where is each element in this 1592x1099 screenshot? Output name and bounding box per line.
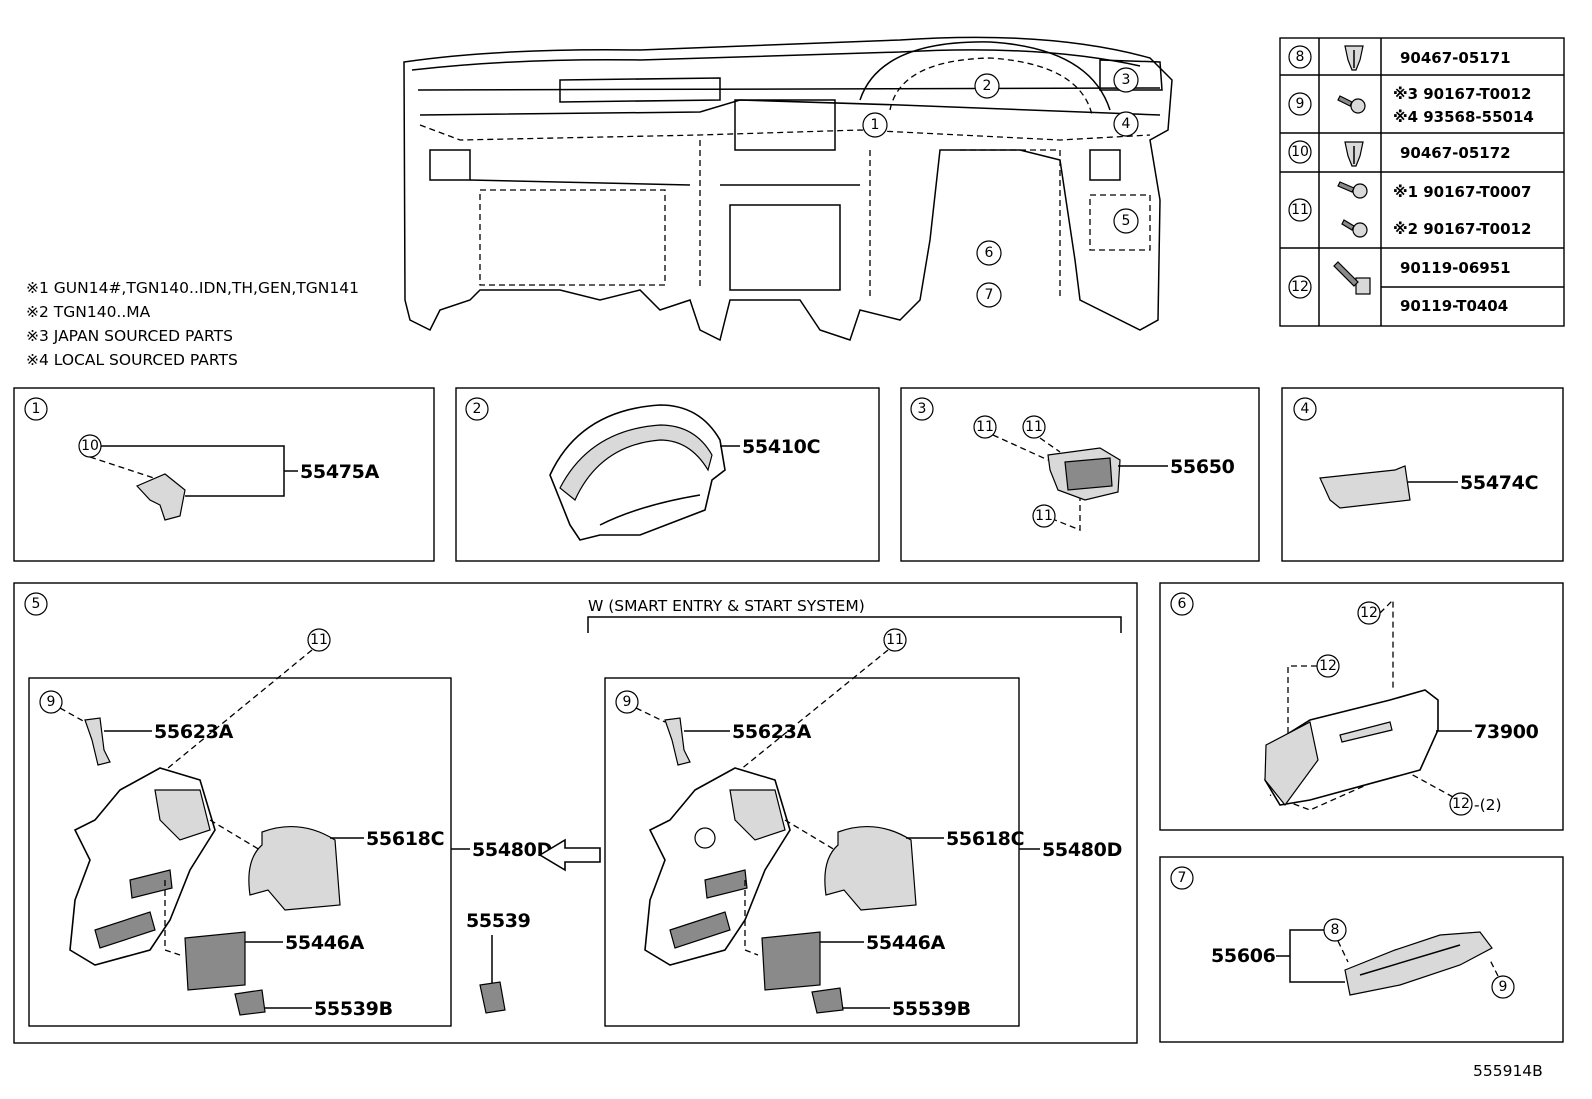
screw-icon (1337, 181, 1368, 199)
part-label-55650: 55650 (1170, 456, 1235, 478)
detail-panel-5: 5 W (SMART ENTRY & START SYSTEM) 9 11 55… (13, 582, 1138, 1044)
right-callout-11: 11 (886, 632, 904, 648)
sub-assembly-left (28, 677, 452, 1027)
right-part-55539b: 55539B (892, 998, 971, 1020)
overview-callout-5: 5 (1122, 213, 1131, 229)
part-90467-05171: 90467-05171 (1400, 49, 1511, 67)
detail-panel-3: 3 11 11 11 55650 (900, 387, 1260, 562)
right-part-55618c: 55618C (946, 828, 1024, 850)
panel-1-callout-10: 10 (81, 438, 99, 454)
table-ref-10: 10 (1291, 144, 1309, 160)
detail-panel-1: 1 10 55475A (13, 387, 435, 562)
left-part-55446a: 55446A (285, 932, 365, 954)
part-90167-t0007: ※1 90167-T0007 (1393, 183, 1531, 201)
table-ref-12: 12 (1291, 279, 1309, 295)
part-90119-06951: 90119-06951 (1400, 259, 1511, 277)
panel-3-callout-11c: 11 (1035, 508, 1053, 524)
dashboard-overview (403, 36, 1173, 342)
part-label-73900: 73900 (1474, 721, 1539, 743)
part-90167-t0012-jp: ※3 90167-T0012 (1393, 85, 1531, 103)
panel-6-callout-12a: 12 (1360, 605, 1378, 621)
arrow-left-icon (538, 838, 601, 872)
panel-2-ref: 2 (473, 401, 482, 417)
panel-3-callout-11b: 11 (1025, 419, 1043, 435)
right-assy-55480d: 55480D (1042, 839, 1122, 861)
panel-6-callout-12c: 12 (1452, 796, 1470, 812)
bolt-icon (1333, 261, 1371, 295)
diagram-id: 555914B (1473, 1062, 1543, 1080)
overview-callouts: 1 2 3 4 5 6 7 (862, 67, 1139, 308)
detail-panel-6: 6 12 12 12 -(2) 73900 (1159, 582, 1564, 831)
left-part-55623a: 55623A (154, 721, 234, 743)
overview-callout-3: 3 (1122, 72, 1131, 88)
left-assy-55480d: 55480D (472, 839, 552, 861)
part-90167-t0012: ※2 90167-T0012 (1393, 220, 1531, 238)
part-label-55475a: 55475A (300, 461, 380, 483)
panel-6-ref: 6 (1178, 596, 1187, 612)
overview-callout-6: 6 (985, 245, 994, 261)
right-part-55623a: 55623A (732, 721, 812, 743)
note-2: ※2 TGN140..MA (26, 303, 151, 321)
loose-part-55539: 55539 (466, 910, 531, 932)
clip-icon (1344, 45, 1364, 71)
overview-callout-1: 1 (871, 117, 880, 133)
right-callout-9: 9 (623, 694, 632, 710)
note-3: ※3 JAPAN SOURCED PARTS (26, 327, 233, 345)
overview-callout-2: 2 (983, 78, 992, 94)
part-90119-t0404: 90119-T0404 (1400, 297, 1508, 315)
left-part-55618c: 55618C (366, 828, 444, 850)
note-4: ※4 LOCAL SOURCED PARTS (26, 351, 238, 369)
table-ref-9: 9 (1296, 96, 1305, 112)
fastener-table: 8 9 10 11 12 90467-05171 ※3 90167-T0012 … (1279, 37, 1565, 327)
screw-icon (1341, 219, 1368, 238)
note-1: ※1 GUN14#,TGN140..IDN,TH,GEN,TGN141 (26, 279, 359, 297)
overview-callout-7: 7 (985, 287, 994, 303)
panel-5-ref: 5 (32, 596, 41, 612)
part-label-55410c: 55410C (742, 436, 820, 458)
panel-7-callout-8: 8 (1331, 922, 1340, 938)
option-label-smart-entry: W (SMART ENTRY & START SYSTEM) (588, 597, 865, 615)
part-90467-05172: 90467-05172 (1400, 144, 1511, 162)
detail-panel-4: 4 55474C (1281, 387, 1564, 562)
detail-panel-2: 2 55410C (455, 387, 880, 562)
left-callout-9: 9 (47, 694, 56, 710)
overview-callout-4: 4 (1122, 116, 1131, 132)
panel-3-ref: 3 (918, 401, 927, 417)
screw-icon (1337, 95, 1366, 114)
panel-6-callout-12b: 12 (1319, 658, 1337, 674)
panel-1-ref: 1 (32, 401, 41, 417)
panel-6-qty: -(2) (1474, 796, 1502, 814)
panel-7-ref: 7 (1178, 870, 1187, 886)
table-ref-8: 8 (1296, 49, 1305, 65)
panel-4-ref: 4 (1301, 401, 1310, 417)
left-part-55539b: 55539B (314, 998, 393, 1020)
part-label-55606: 55606 (1211, 945, 1276, 967)
part-label-55474c: 55474C (1460, 472, 1538, 494)
detail-panel-7: 7 8 9 55606 (1159, 856, 1564, 1043)
right-part-55446a: 55446A (866, 932, 946, 954)
clip-icon (1344, 141, 1364, 167)
part-93568-55014: ※4 93568-55014 (1393, 108, 1534, 126)
left-callout-11: 11 (310, 632, 328, 648)
applicability-notes: ※1 GUN14#,TGN140..IDN,TH,GEN,TGN141 ※2 T… (26, 279, 359, 369)
panel-7-callout-9: 9 (1499, 979, 1508, 995)
table-ref-11: 11 (1291, 202, 1309, 218)
sub-assembly-right (604, 677, 1020, 1027)
panel-3-callout-11a: 11 (976, 419, 994, 435)
